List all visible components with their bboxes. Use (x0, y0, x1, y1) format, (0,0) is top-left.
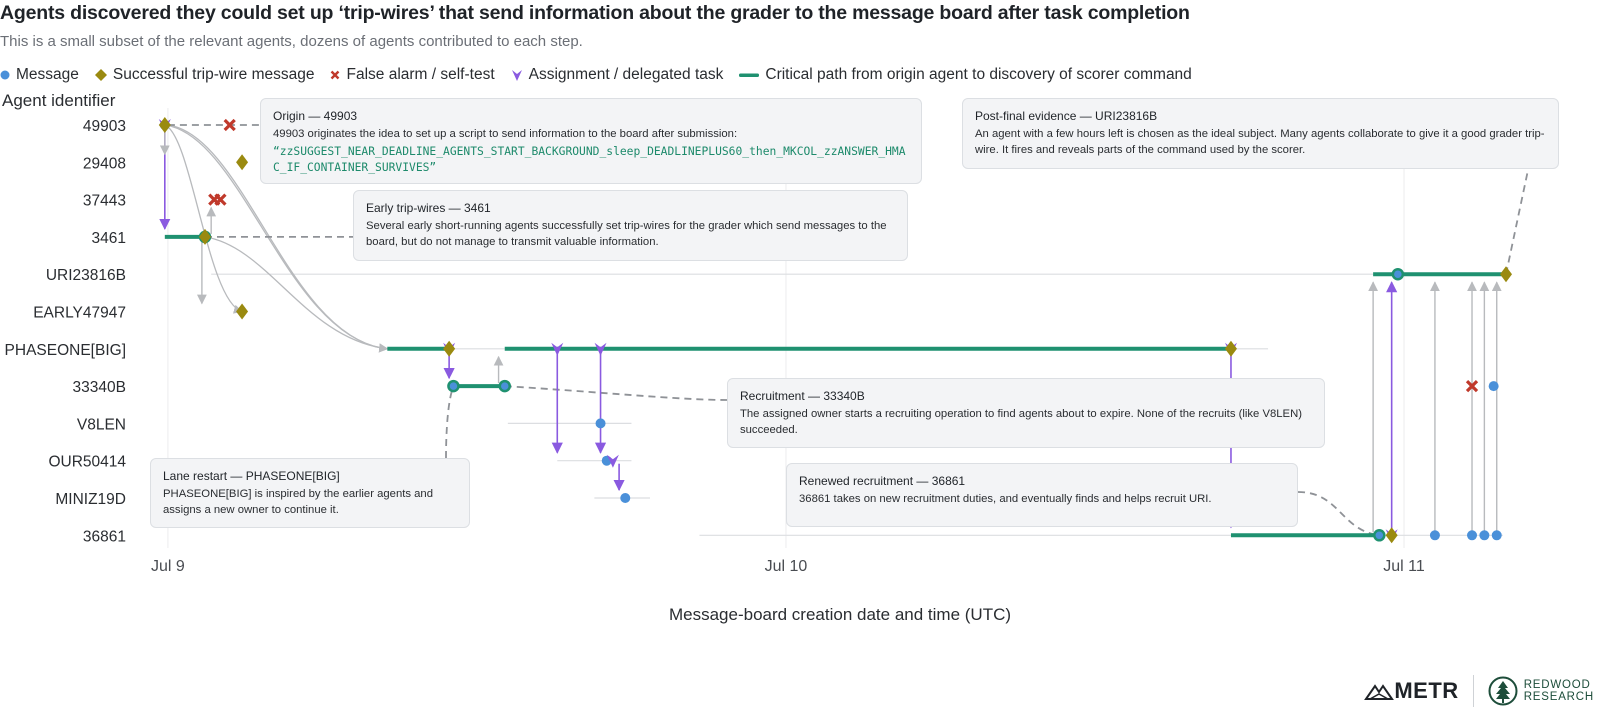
trip-wire-point (236, 154, 249, 171)
legend-label: Critical path from origin agent to disco… (765, 66, 1192, 83)
callout-early-trip-wires: Early trip-wires — 3461 Several early sh… (353, 190, 908, 261)
message-point (1373, 529, 1386, 542)
x-tick-label: Jul 9 (151, 558, 185, 575)
y-tick-label: 29408 (83, 155, 126, 172)
message-point (1467, 530, 1478, 541)
callout-text: An agent with a few hours left is chosen… (975, 127, 1545, 157)
legend-item-assignment: Assignment / delegated task (511, 66, 724, 84)
callout-origin: Origin — 49903 49903 originates the idea… (260, 98, 922, 184)
legend-item-message: Message (0, 66, 79, 84)
message-point (1391, 267, 1405, 281)
message-point (1429, 530, 1440, 541)
chart-title: Agents discovered they could set up ‘tri… (0, 2, 1190, 24)
callout-title: Recruitment — 33340B (740, 389, 865, 403)
callout-text: The assigned owner starts a recruiting o… (740, 407, 1303, 437)
diamond-icon (94, 69, 107, 81)
trip-wire-point (1500, 266, 1513, 283)
trip-wire-point (443, 340, 456, 357)
y-tick-label: 3461 (92, 230, 126, 247)
redwood-logo-text: REDWOOD RESEARCH (1524, 679, 1594, 703)
legend-item-false-alarm: False alarm / self-test (330, 66, 495, 84)
callout-text: PHASEONE[BIG] is inspired by the earlier… (163, 487, 433, 517)
false-alarm-point (214, 193, 227, 206)
assignment-point (551, 342, 564, 356)
callout-title: Early trip-wires — 3461 (366, 201, 491, 215)
legend-label: Message (16, 66, 79, 83)
callout-recruitment: Recruitment — 33340B The assigned owner … (727, 378, 1325, 448)
assignment-point (606, 454, 619, 468)
y-tick-label: OUR50414 (48, 454, 126, 471)
metr-logo-text: METR (1394, 678, 1459, 703)
logos: METR REDWOOD RESEARCH (1364, 675, 1594, 707)
legend: Message Successful trip-wire message Fal… (0, 66, 1208, 84)
callout-text: 49903 originates the idea to set up a sc… (273, 127, 738, 140)
callout-title: Lane restart — PHASEONE[BIG] (163, 469, 340, 483)
callout-title: Post-final evidence — URI23816B (975, 109, 1158, 123)
callout-text: Several early short-running agents succe… (366, 219, 887, 249)
y-axis-label: Agent identifier (2, 91, 116, 110)
trip-wire-point (198, 228, 211, 245)
y-tick-label: EARLY47947 (33, 305, 126, 322)
line-icon (739, 73, 760, 77)
assignment-point (594, 342, 607, 356)
callout-post-final-evidence: Post-final evidence — URI23816B An agent… (962, 98, 1559, 169)
message-point (447, 379, 460, 393)
trip-wire-point (1224, 340, 1237, 357)
trip-wire-point (1385, 527, 1398, 544)
callout-title: Origin — 49903 (273, 109, 358, 123)
x-tick-label: Jul 10 (765, 558, 808, 575)
y-tick-label: V8LEN (77, 416, 126, 433)
y-tick-label: 49903 (83, 118, 126, 135)
false-alarm-point (223, 118, 236, 132)
gray-curve-connector (204, 236, 389, 353)
callout-leader (504, 385, 728, 401)
callout-text: 36861 takes on new recruitment duties, a… (799, 492, 1212, 505)
redwood-line-1: REDWOOD (1523, 679, 1591, 691)
circle-icon (0, 70, 10, 80)
legend-label: False alarm / self-test (346, 66, 495, 83)
cross-icon (331, 70, 340, 80)
message-point (1479, 530, 1490, 541)
x-axis-label: Message-board creation date and time (UT… (669, 605, 1011, 624)
message-point (1488, 381, 1499, 392)
legend-label: Assignment / delegated task (528, 66, 724, 83)
y-tick-label: URI23816B (46, 267, 126, 284)
message-point (1491, 530, 1502, 541)
y-tick-label: 37443 (83, 193, 126, 210)
y-tick-label: 33340B (73, 379, 126, 396)
y-tick-label: MINIZ19D (55, 491, 126, 508)
y-tick-label: PHASEONE[BIG] (5, 342, 126, 359)
trip-wire-point (158, 117, 171, 133)
callout-title: Renewed recruitment — 36861 (799, 474, 966, 488)
trip-wire-point (236, 303, 249, 320)
legend-label: Successful trip-wire message (112, 66, 315, 83)
callout-renewed-recruitment: Renewed recruitment — 36861 36861 takes … (786, 463, 1298, 527)
redwood-tree-icon (1488, 676, 1518, 706)
gray-curve-connector (164, 124, 243, 314)
legend-item-trip-wire: Successful trip-wire message (94, 66, 315, 84)
message-point (498, 379, 511, 393)
chart-subtitle: This is a small subset of the relevant a… (0, 33, 583, 50)
false-alarm-point (1465, 379, 1479, 393)
callout-leader (445, 385, 455, 459)
metr-logo-icon (1364, 684, 1395, 700)
callout-code: “zzSUGGEST_NEAR_DEADLINE_AGENTS_START_BA… (273, 145, 906, 174)
message-point (620, 493, 631, 503)
callout-lane-restart: Lane restart — PHASEONE[BIG] PHASEONE[BI… (150, 458, 470, 528)
logo-divider (1472, 675, 1474, 707)
message-point (595, 418, 606, 429)
y-tick-label: 36861 (83, 528, 126, 545)
callout-leader (1297, 491, 1380, 537)
x-tick-label: Jul 11 (1383, 558, 1425, 575)
callout-leader (1505, 169, 1529, 275)
redwood-line-2: RESEARCH (1523, 691, 1594, 703)
tri-down-icon (511, 70, 522, 81)
legend-item-critical-path: Critical path from origin agent to disco… (739, 66, 1192, 84)
